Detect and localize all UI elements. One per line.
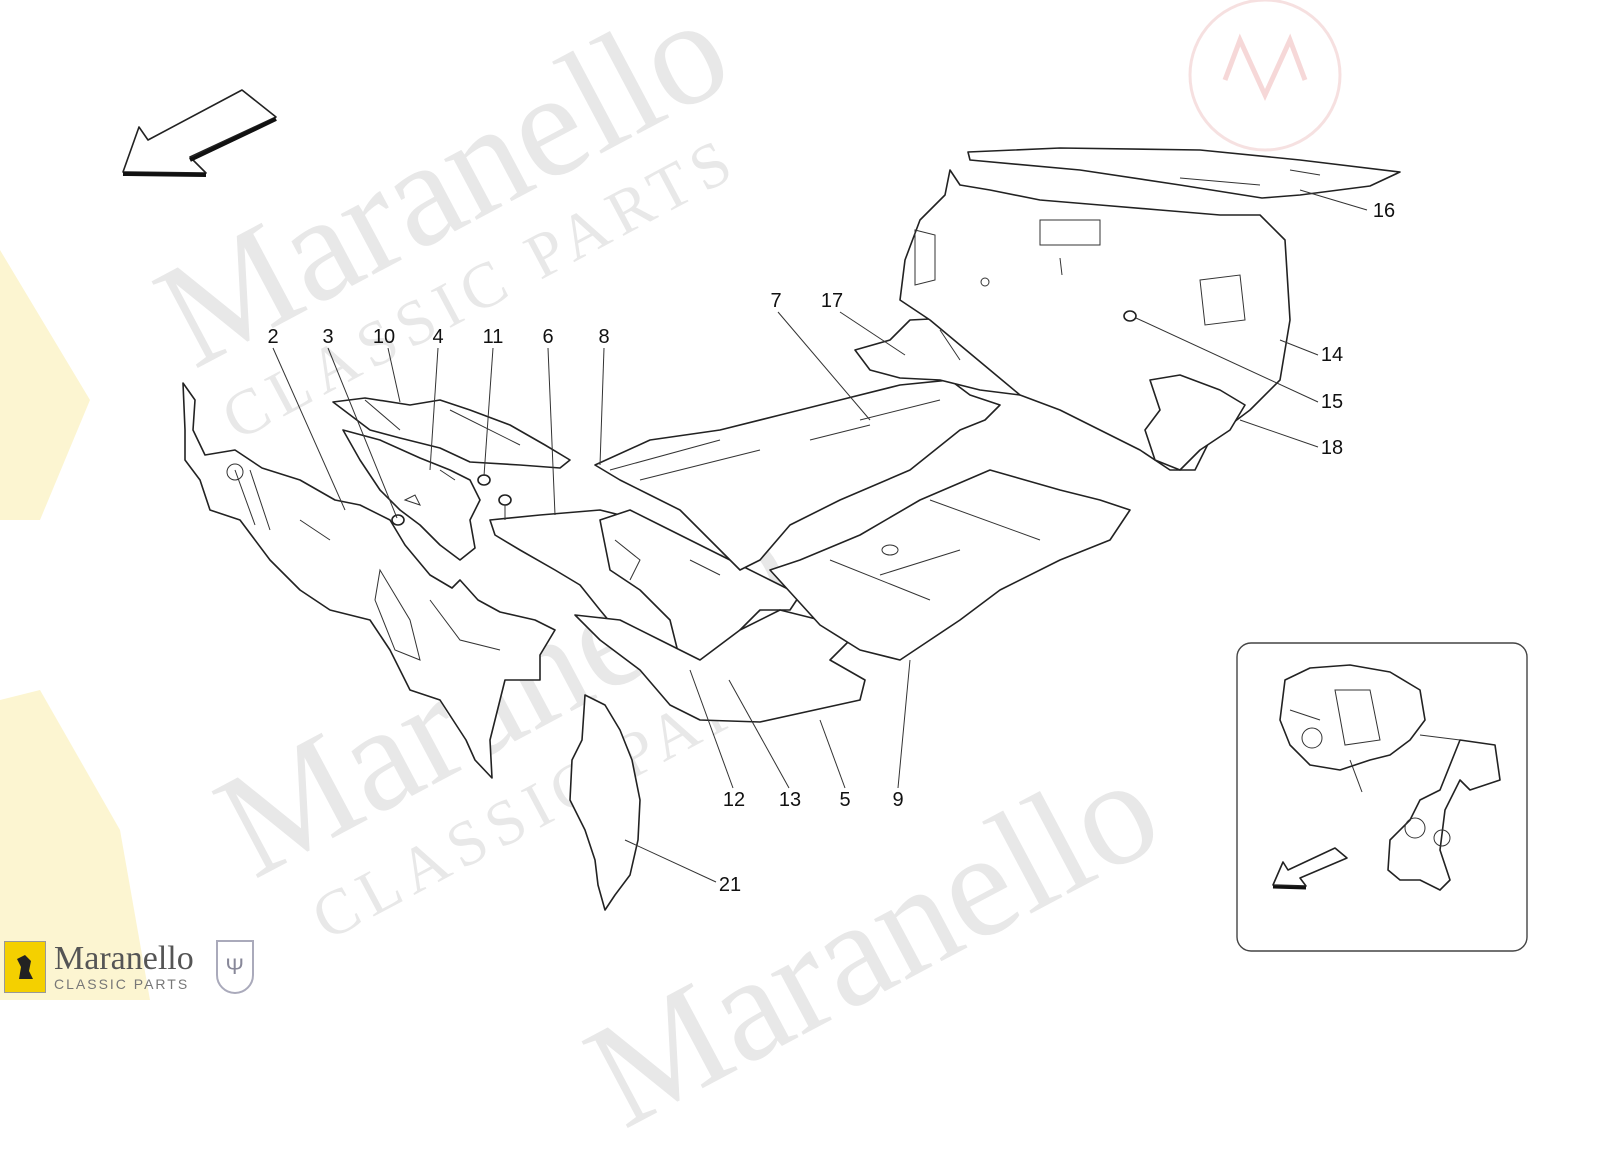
callout-9: 9 (892, 789, 903, 811)
logo-name: Maranello (54, 940, 194, 977)
callout-21: 21 (719, 874, 741, 896)
part-5-front-floor-mat (574, 609, 866, 723)
callout-2: 2 (267, 326, 278, 348)
trident-watermark (1188, 0, 1342, 152)
callout-18: 18 (1321, 437, 1343, 459)
callout-12: 12 (723, 789, 745, 811)
callout-6: 6 (542, 326, 553, 348)
callout-5: 5 (839, 789, 850, 811)
callout-4: 4 (432, 326, 443, 348)
callout-3: 3 (322, 326, 333, 348)
ferrari-shield-icon (4, 941, 46, 993)
exploded-parts-diagram: 2 3 10 4 11 6 8 7 17 16 14 15 18 12 13 5… (0, 0, 1528, 1000)
side-shield-watermark (0, 250, 150, 1000)
maranello-logo: Maranello CLASSIC PARTS Ψ (4, 940, 254, 994)
part-18-rear-wheelarch-insulation (1144, 374, 1246, 471)
callout-13: 13 (779, 789, 801, 811)
callout-11: 11 (483, 326, 504, 348)
callout-10: 10 (373, 326, 395, 348)
logo-tagline: CLASSIC PARTS (54, 976, 190, 992)
part-15-grommet (1123, 310, 1137, 322)
pedal-assembly (1387, 739, 1501, 891)
callout-8: 8 (598, 326, 609, 348)
part-16-parcel-shelf-insulation (967, 147, 1401, 199)
callout-7: 7 (770, 290, 781, 312)
direction-arrow-icon (122, 89, 277, 177)
callout-labels: 2 3 10 4 11 6 8 7 17 16 14 15 18 12 13 5… (267, 200, 1395, 896)
callout-16: 16 (1373, 200, 1395, 222)
part-2-bulkhead-insulation (182, 382, 556, 779)
leader-lines (272, 189, 1368, 883)
part-1-pedal-box-insulation (1279, 664, 1461, 771)
callout-15: 15 (1321, 391, 1343, 413)
part-4-dash-insulation (342, 429, 481, 561)
inset-direction-arrow-icon (1272, 847, 1348, 890)
maserati-trident-icon: Ψ (215, 940, 254, 994)
part-12-tunnel-bracket (599, 509, 801, 691)
part-10-dash-insulation (332, 397, 571, 469)
callout-14: 14 (1321, 344, 1343, 366)
callout-17: 17 (821, 290, 843, 312)
inset-pedal-detail (1236, 642, 1528, 952)
part-21-side-insulation (569, 694, 641, 911)
part-3-grommet (391, 514, 405, 526)
part-8-central-floor-insulation (594, 379, 1001, 571)
part-9-rear-floor-mat (769, 469, 1131, 661)
part-11-grommet (477, 474, 491, 486)
